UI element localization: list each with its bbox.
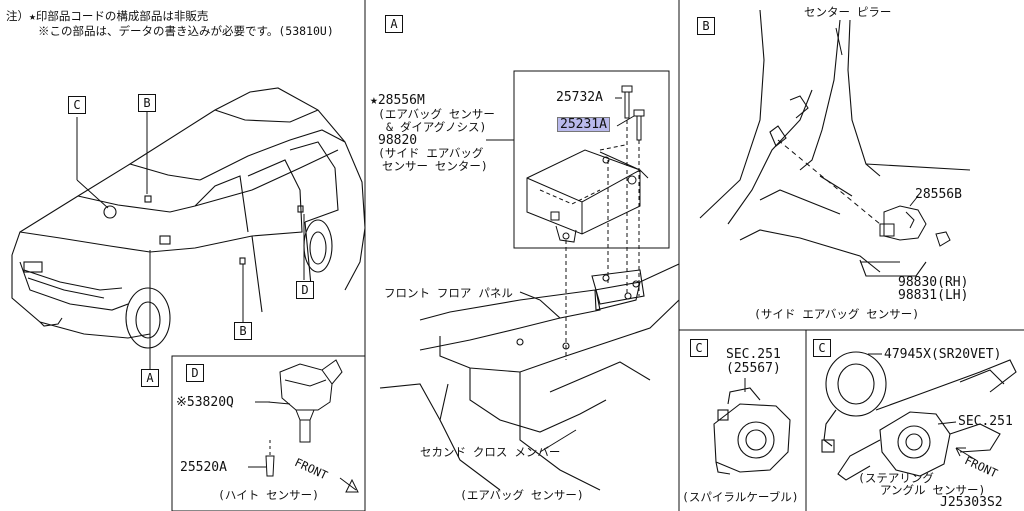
caption-height-sensor: (ハイト センサー) — [218, 488, 320, 502]
leader-pillar — [835, 27, 843, 56]
callout-a[interactable]: A — [141, 369, 159, 387]
center-pillar-illustration — [699, 9, 971, 277]
part-98830-rh[interactable]: 98830(RH) — [898, 275, 969, 290]
panel-a-letter: A — [385, 15, 403, 33]
floor-structure — [379, 263, 680, 491]
caption-spiral-cable: (スパイラルケーブル) — [682, 490, 799, 504]
leader-28556b — [909, 195, 919, 207]
desc-diagnosis: & ダイアグノシス) — [386, 120, 487, 134]
leader-cross-member — [539, 429, 577, 453]
callout-d[interactable]: D — [296, 281, 314, 299]
caption-airbag-sensor: (エアバッグ センサー) — [460, 488, 584, 502]
label-second-cross-member: セカンド クロス メンバー — [420, 445, 561, 459]
part-98820[interactable]: 98820 — [378, 133, 418, 148]
panel-a-inset — [513, 70, 670, 249]
leader-sec251-c2 — [937, 421, 957, 425]
panel-b-letter: B — [697, 17, 715, 35]
steering-angle-sensor-illustration — [821, 351, 1017, 481]
side-airbag-sensor — [879, 205, 951, 247]
panel-c2-letter: C — [813, 339, 831, 357]
caption-steering: (ステアリング — [858, 471, 934, 485]
part-28556m[interactable]: ★28556M — [370, 93, 425, 108]
ref-sec251-c2[interactable]: SEC.251 — [958, 414, 1013, 429]
hidden-line-b — [777, 139, 881, 225]
ref-sec251-c1[interactable]: SEC.251 — [726, 347, 781, 362]
vehicle-illustration — [11, 87, 366, 349]
part-47945x[interactable]: 47945X(SR20VET) — [884, 347, 1002, 362]
height-sensor-illustration — [265, 359, 343, 477]
part-98831-lh[interactable]: 98831(LH) — [898, 288, 969, 303]
caption-side-airbag-sensor: (サイド エアバッグ センサー) — [754, 307, 920, 321]
panel-d-frame — [171, 355, 366, 511]
mounting-bolts — [621, 85, 645, 141]
desc-sensor-center: センサー センター) — [382, 159, 488, 173]
drawing-number: J25303S2 — [940, 495, 1003, 510]
callout-c[interactable]: C — [68, 96, 86, 114]
part-28556b[interactable]: 28556B — [915, 187, 962, 202]
part-25231a-highlighted[interactable]: 25231A — [557, 117, 610, 132]
spiral-cable-illustration — [713, 387, 791, 475]
panel-d-letter: D — [186, 364, 204, 382]
part-25732a[interactable]: 25732A — [556, 90, 603, 105]
airbag-sensor-unit — [526, 149, 649, 243]
panel-c1-letter: C — [690, 339, 708, 357]
front-arrow-d — [339, 477, 359, 493]
desc-airbag-sensor: (エアバッグ センサー — [378, 107, 495, 121]
label-front-floor-panel: フロント フロア パネル — [384, 286, 513, 300]
label-center-pillar: センター ピラー — [804, 5, 892, 19]
leader-25231a — [616, 115, 635, 127]
leader-floor-panel — [519, 291, 541, 301]
part-25520a[interactable]: 25520A — [180, 460, 227, 475]
part-53820q[interactable]: ※53820Q — [176, 395, 234, 410]
ref-25567[interactable]: (25567) — [726, 361, 781, 376]
callout-b-top[interactable]: B — [138, 94, 156, 112]
front-arrow-c2 — [955, 447, 977, 461]
desc-side-airbag: (サイド エアバッグ — [378, 146, 484, 160]
note-line-2: ※この部品は、データの書き込みが必要です。(53810U) — [38, 24, 334, 38]
callout-b-bottom[interactable]: B — [234, 322, 252, 340]
note-line-1: 注）★印部品コードの構成部品は非販売 — [6, 9, 209, 23]
caption-angle-sensor: アングル センサー) — [880, 483, 986, 497]
